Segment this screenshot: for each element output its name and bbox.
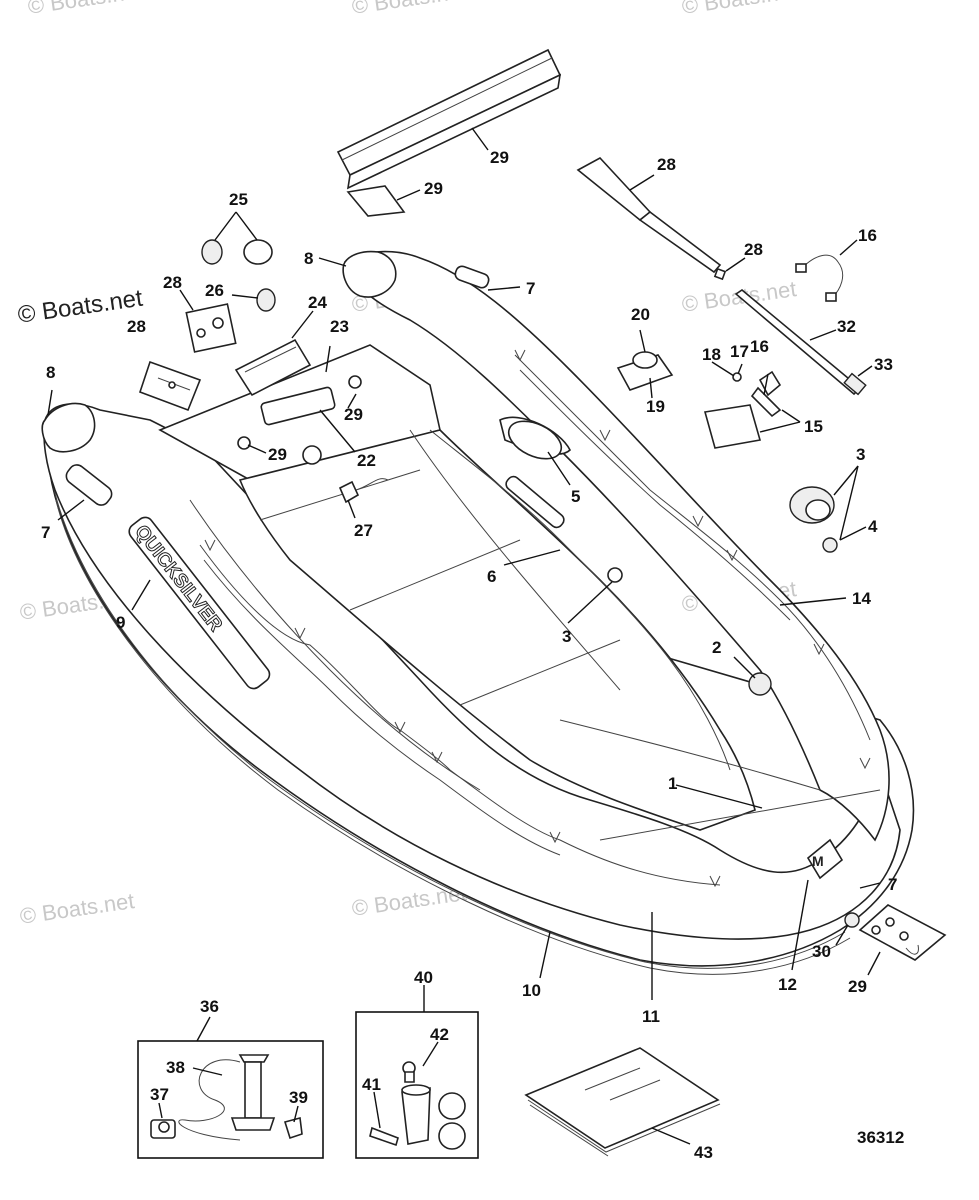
repair-kit-40 bbox=[355, 1011, 479, 1159]
callout-32: 28 bbox=[744, 240, 763, 259]
callout-37: 37 bbox=[150, 1085, 169, 1104]
inflation-valve-3 bbox=[789, 486, 838, 553]
callout-6: 6 bbox=[487, 567, 496, 586]
callout-22: 23 bbox=[330, 317, 349, 336]
oar-33 bbox=[576, 156, 722, 274]
callout-29-left: 29 bbox=[268, 445, 287, 464]
caps-24 bbox=[201, 239, 276, 312]
callout-3-center: 3 bbox=[562, 627, 571, 646]
plate-23 bbox=[234, 338, 312, 397]
callout-7-left: 7 bbox=[41, 523, 50, 542]
callout-24: 25 bbox=[229, 190, 248, 209]
box-27 bbox=[185, 303, 237, 353]
callout-39: 39 bbox=[289, 1088, 308, 1107]
plate-28 bbox=[138, 360, 202, 412]
callout-29-top: 29 bbox=[344, 405, 363, 424]
callout-36: 36 bbox=[200, 997, 219, 1016]
callout-7-top: 7 bbox=[526, 279, 535, 298]
callout-8-left: 8 bbox=[46, 363, 55, 382]
callout-1: 1 bbox=[668, 774, 677, 793]
callout-15: 16 bbox=[858, 226, 877, 245]
callout-40: 40 bbox=[414, 968, 433, 987]
callout-14: 15 bbox=[804, 417, 823, 436]
callout-28-right: 29 bbox=[848, 977, 867, 996]
callout-10: 10 bbox=[522, 981, 541, 1000]
callout-13: 14 bbox=[852, 589, 871, 608]
callout-38: 38 bbox=[166, 1058, 185, 1077]
callout-3-right: 3 bbox=[856, 445, 865, 464]
cable-15 bbox=[795, 254, 844, 302]
callout-8-right: 8 bbox=[304, 249, 313, 268]
callout-42: 42 bbox=[430, 1025, 449, 1044]
callout-41: 41 bbox=[362, 1075, 381, 1094]
oar-clip-32 bbox=[713, 267, 727, 281]
part-29 bbox=[844, 912, 860, 928]
callout-31: 33 bbox=[874, 355, 893, 374]
callout-26: 27 bbox=[354, 521, 373, 540]
callout-labels: 29 29 28 28 16 32 33 25 26 28 24 23 28 8… bbox=[41, 127, 897, 1162]
callout-20: 20 bbox=[631, 305, 650, 324]
callout-2: 2 bbox=[712, 638, 721, 657]
callout-16: 16 bbox=[750, 337, 769, 356]
callout-23: 24 bbox=[308, 293, 327, 312]
oarlock-assembly bbox=[703, 370, 782, 449]
callout-9: 9 bbox=[116, 613, 125, 632]
callout-29-right: 30 bbox=[812, 942, 831, 961]
callout-12: 12 bbox=[778, 975, 797, 994]
callout-30: 32 bbox=[837, 317, 856, 336]
callout-25: 26 bbox=[205, 281, 224, 300]
callout-5: 5 bbox=[571, 487, 580, 506]
part-20 bbox=[616, 351, 674, 391]
diagram-id: 36312 bbox=[857, 1128, 905, 1147]
callout-19: 19 bbox=[646, 397, 665, 416]
callout-28: 28 bbox=[127, 317, 146, 336]
handle-5 bbox=[507, 420, 563, 460]
callout-4: 4 bbox=[868, 517, 878, 536]
svg-text:M: M bbox=[812, 853, 824, 869]
callout-35: 29 bbox=[424, 179, 443, 198]
callout-7-right: 7 bbox=[888, 875, 897, 894]
oar-shaft-30 bbox=[734, 289, 867, 396]
callout-18: 18 bbox=[702, 345, 721, 364]
callout-21: 22 bbox=[357, 451, 376, 470]
callout-11: 11 bbox=[642, 1007, 660, 1026]
callout-43: 43 bbox=[694, 1143, 713, 1162]
inflatable-boat: M QUICKSILVER bbox=[41, 250, 915, 975]
callout-33: 28 bbox=[657, 155, 676, 174]
callout-34: 29 bbox=[490, 148, 509, 167]
pump-kit-36 bbox=[137, 1040, 324, 1159]
callout-17: 17 bbox=[730, 342, 749, 361]
plate-28-right bbox=[858, 904, 947, 961]
bag-43 bbox=[524, 1047, 721, 1157]
seat-bracket-35 bbox=[346, 185, 406, 217]
callout-27: 28 bbox=[163, 273, 182, 292]
seat-34 bbox=[336, 48, 562, 190]
